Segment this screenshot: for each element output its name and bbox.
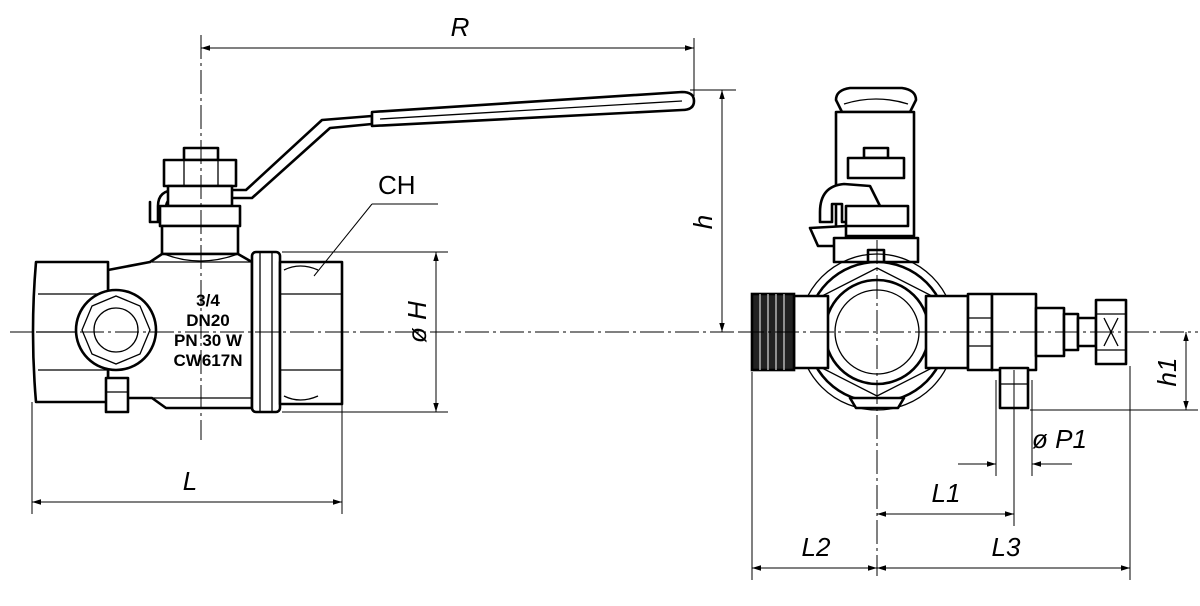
drain-assembly — [924, 292, 1128, 410]
drain-port — [74, 288, 158, 414]
dimension-R: R — [201, 12, 695, 96]
front-handle — [808, 86, 918, 248]
dimension-h: h — [688, 89, 736, 332]
label-CH-text: CH — [378, 170, 416, 200]
dim-H-label: ø H — [402, 301, 432, 343]
stem-nut — [158, 146, 242, 256]
marking-material: CW617N — [174, 351, 243, 370]
dimension-L2: L2 — [751, 372, 877, 580]
dimension-L: L — [31, 402, 343, 514]
dimension-L1: L1 — [877, 370, 1015, 526]
dim-h-label: h — [688, 215, 718, 229]
dimension-h1: h1 — [1030, 332, 1198, 411]
marking-dn: DN20 — [186, 311, 229, 330]
left-hex-end — [31, 260, 110, 404]
dim-L-label: L — [183, 466, 197, 496]
dim-L3-label: L3 — [992, 532, 1021, 562]
body-marking: 3/4 DN20 PN 30 W CW617N — [174, 291, 243, 370]
marking-pn: PN 30 W — [174, 331, 243, 350]
label-CH: CH — [313, 170, 438, 277]
dim-R-label: R — [451, 12, 470, 42]
dim-h1-label: h1 — [1152, 358, 1182, 387]
dimension-L3: L3 — [877, 366, 1131, 580]
front-view: h1 ø P1 L1 L2 L3 — [740, 86, 1198, 580]
marking-size: 3/4 — [196, 291, 220, 310]
dim-L2-label: L2 — [802, 532, 831, 562]
dimension-P1: ø P1 — [958, 380, 1087, 476]
dim-L1-label: L1 — [932, 478, 961, 508]
dim-P1-label: ø P1 — [1032, 424, 1087, 454]
dimension-H: ø H — [282, 251, 448, 413]
side-view: 3/4 DN20 PN 30 W CW617N R h ø H — [10, 12, 740, 514]
